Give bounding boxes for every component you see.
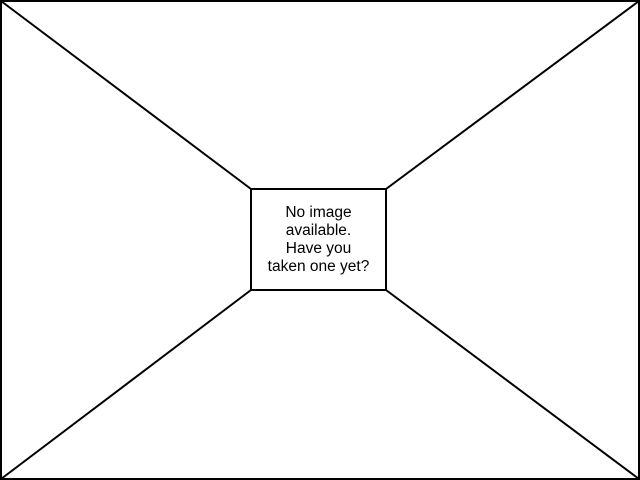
message-text: No image available. Have you taken one y… — [268, 204, 370, 276]
message-line: available. — [285, 221, 352, 239]
message-line: Have you — [285, 239, 352, 257]
diagonal-top-left — [0, 0, 252, 190]
diagonal-bottom-left — [0, 289, 252, 480]
diagonal-top-right — [385, 0, 640, 190]
message-line: No image — [285, 203, 352, 221]
no-image-message: No image available. Have you taken one y… — [251, 189, 386, 290]
center-box — [250, 188, 387, 291]
diagonal-bottom-right — [385, 289, 640, 480]
message-line: taken one yet? — [267, 257, 370, 275]
